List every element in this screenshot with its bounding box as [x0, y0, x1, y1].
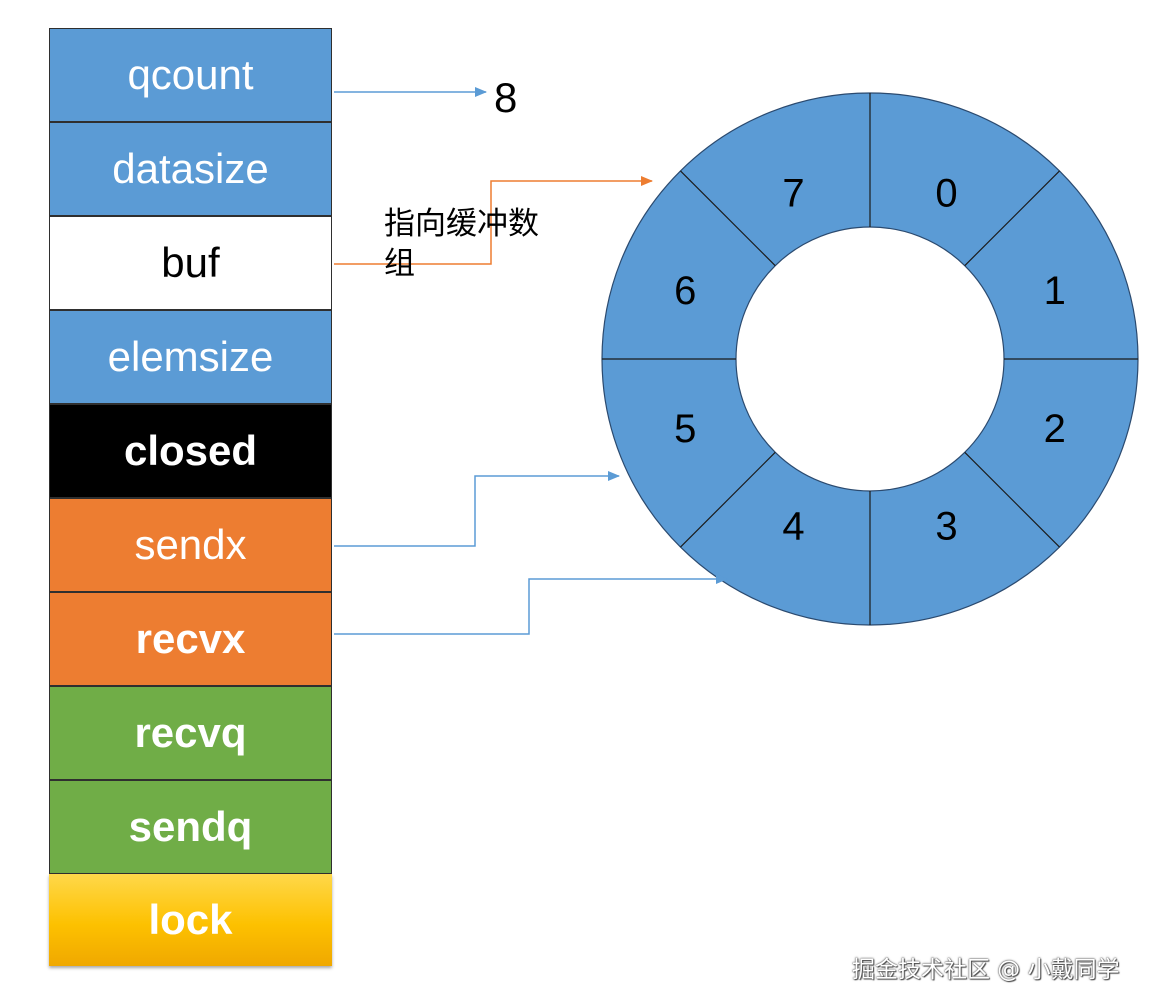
ring-divider — [680, 451, 776, 548]
ring-slot-label: 7 — [782, 172, 804, 216]
watermark: 掘金技术社区 @ 小戴同学 — [852, 957, 1120, 983]
field-label: recvx — [135, 615, 246, 662]
ring-slot-label: 6 — [674, 269, 696, 313]
field-sendq: sendq — [49, 780, 332, 874]
field-label: recvq — [134, 709, 247, 756]
field-label: closed — [123, 427, 258, 474]
buf-arrow — [334, 176, 653, 265]
sendx-arrow — [334, 471, 620, 547]
field-label: elemsize — [107, 333, 274, 380]
field-datasize: datasize — [49, 122, 332, 216]
field-elemsize: elemsize — [49, 310, 332, 404]
field-label: sendq — [128, 803, 253, 850]
field-sendx: sendx — [49, 498, 332, 592]
buf-annotation: 指向缓冲数组 — [384, 206, 539, 282]
field-label: buf — [161, 239, 220, 286]
field-recvq: recvq — [49, 686, 332, 780]
field-qcount: qcount — [49, 28, 332, 122]
field-label: qcount — [127, 51, 254, 98]
ring-divider — [680, 170, 776, 267]
ring-slot-label: 0 — [935, 172, 957, 216]
recvx-arrow — [334, 574, 728, 635]
field-buf: buf — [49, 216, 332, 310]
ring-buffer: 0 1 2 3 4 5 6 7 — [601, 92, 1139, 626]
ring-slot-label: 2 — [1044, 407, 1066, 451]
field-lock: lock — [49, 874, 332, 966]
qcount-value: 8 — [494, 74, 518, 121]
ring-slot-label: 3 — [935, 504, 957, 548]
ring-divider — [964, 170, 1060, 267]
ring-slot-label: 1 — [1044, 269, 1066, 313]
ring-slot-label: 5 — [674, 407, 696, 451]
ring-dividers — [602, 93, 1138, 625]
ring-slot-label: 4 — [782, 504, 804, 548]
field-recvx: recvx — [49, 592, 332, 686]
field-label: lock — [148, 896, 233, 943]
field-label: sendx — [134, 521, 247, 568]
ring-slot-labels: 0 1 2 3 4 5 6 7 — [674, 172, 1066, 549]
field-label: datasize — [112, 145, 269, 192]
ring-divider — [964, 451, 1060, 548]
field-closed: closed — [49, 404, 332, 498]
